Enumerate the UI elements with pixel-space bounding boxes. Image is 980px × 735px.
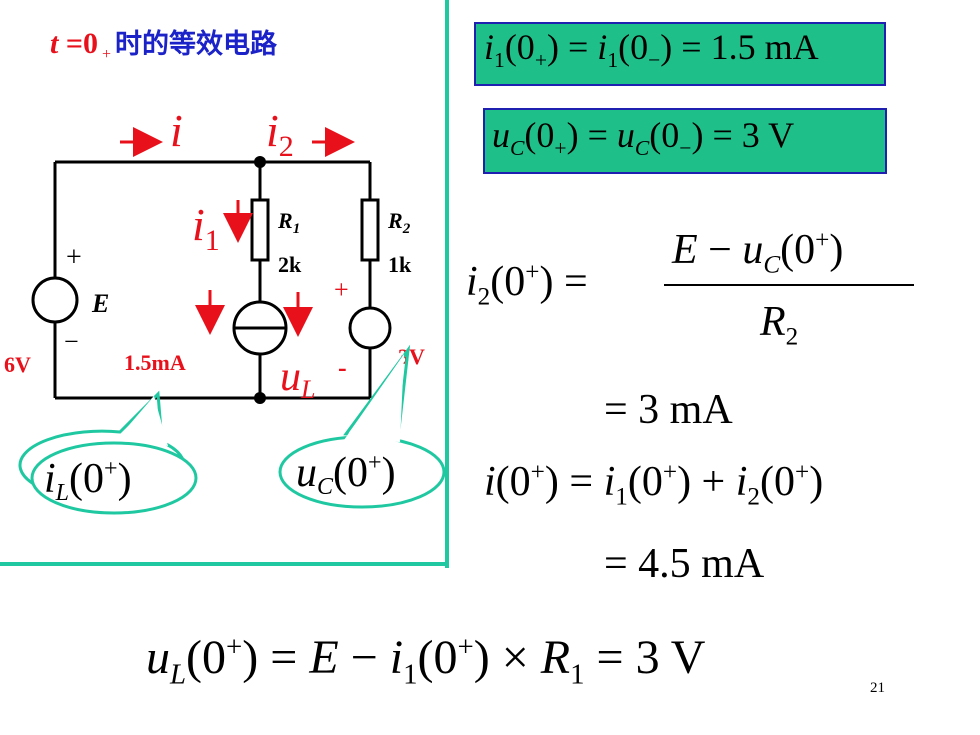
equation-box-uc bbox=[483, 108, 887, 174]
callout-il bbox=[18, 390, 198, 515]
label-r2-value: 1k bbox=[388, 252, 412, 277]
equation-i2-numerator: E − uC(0+) bbox=[672, 227, 844, 279]
label-r1-value: 2k bbox=[278, 252, 302, 277]
label-ul: uL bbox=[280, 354, 315, 404]
voltage-source-uc bbox=[348, 306, 392, 350]
equation-i1-continuity: i1(0+) = i1(0−) = 1.5 mA bbox=[484, 27, 819, 73]
label-e: E bbox=[91, 289, 109, 318]
resistor-r1 bbox=[250, 198, 270, 262]
equation-uc-continuity: uC(0+) = uC(0−) = 3 V bbox=[492, 115, 795, 161]
equation-i2-lhs: i2(0+) = bbox=[466, 259, 588, 311]
label-i2: i2 bbox=[266, 105, 294, 163]
page-number: 21 bbox=[870, 680, 885, 696]
label-cap-plus: + bbox=[334, 275, 349, 304]
equation-i2-result: = 3 mA bbox=[604, 387, 733, 433]
divider-vertical bbox=[445, 0, 449, 568]
voltage-source-e bbox=[31, 276, 79, 324]
label-r1: R1 bbox=[277, 208, 300, 237]
circuit-wires bbox=[53, 160, 372, 400]
equation-box-i1 bbox=[474, 22, 886, 86]
label-r2: R2 bbox=[387, 208, 411, 237]
label-i1: i1 bbox=[192, 199, 220, 257]
label-i: i bbox=[170, 105, 183, 156]
callout-uc-text: uC(0+) bbox=[296, 450, 396, 500]
equation-i2-denominator: R2 bbox=[760, 299, 799, 351]
circuit-diagram: i i2 i1 R1 2k R2 1k + E − 6V 1.5mA uL - … bbox=[4, 105, 445, 515]
junction-bottom bbox=[254, 392, 266, 404]
label-e-minus: − bbox=[64, 327, 79, 356]
divider-horizontal bbox=[0, 562, 449, 566]
equation-ul: uL(0+) = E − i1(0+) × R1 = 3 V bbox=[146, 631, 706, 691]
label-e-value: 6V bbox=[4, 352, 31, 377]
fraction-bar bbox=[664, 284, 914, 286]
label-e-plus: + bbox=[66, 242, 82, 273]
label-ul-minus: - bbox=[338, 353, 347, 382]
slide-title: t =0+时的等效电路 bbox=[50, 27, 277, 63]
junction-top bbox=[254, 156, 266, 168]
callout-il-text: iL(0+) bbox=[44, 456, 132, 506]
callout-uc bbox=[278, 344, 445, 509]
label-current-source: 1.5mA bbox=[124, 350, 186, 375]
equation-i-sum: i(0+) = i1(0+) + i2(0+) bbox=[484, 459, 824, 511]
resistor-r2 bbox=[360, 198, 380, 262]
equation-i-result: = 4.5 mA bbox=[604, 541, 765, 587]
current-source bbox=[232, 300, 288, 356]
